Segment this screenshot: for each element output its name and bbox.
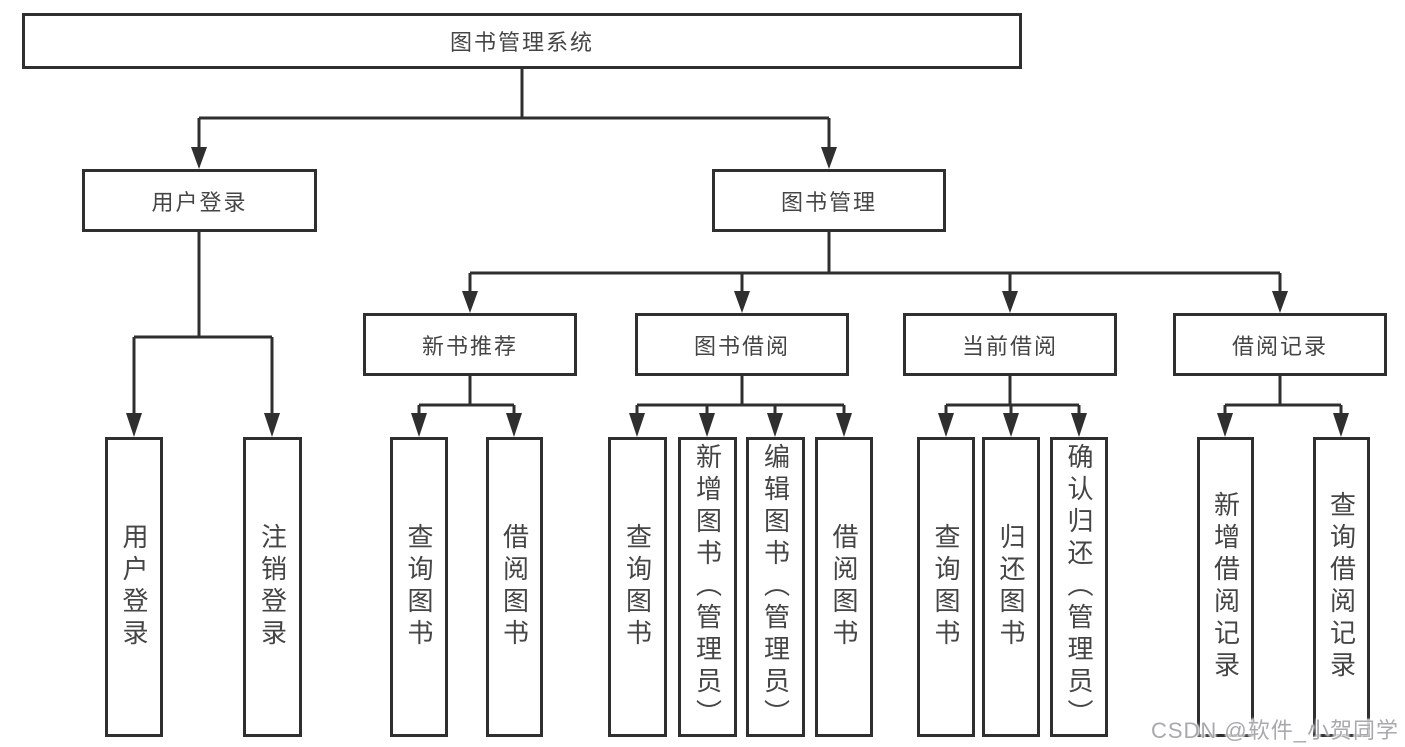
- leaf-query-books-3: 查询图书: [917, 437, 975, 737]
- node-borrowing-records-label: 借阅记录: [1231, 333, 1328, 359]
- connector-lines: [132, 69, 1343, 415]
- node-book-borrowing-label: 图书借阅: [693, 333, 790, 359]
- node-current-borrowing: 当前借阅: [903, 313, 1117, 376]
- leaf-confirm-return-admin: 确认归还（管理员）: [1050, 437, 1108, 737]
- leaf-user-login: 用户登录: [105, 437, 163, 737]
- leaf-return-books-label: 归还图书: [996, 523, 1026, 651]
- leaf-return-books: 归还图书: [982, 437, 1040, 737]
- node-book-management-label: 图书管理: [780, 189, 877, 215]
- leaf-add-books-admin-label: 新增图书（管理员）: [692, 443, 723, 731]
- leaf-logout-label: 注销登录: [257, 523, 288, 651]
- leaf-user-login-label: 用户登录: [119, 523, 149, 651]
- leaf-query-borrow-record-label: 查询借阅记录: [1326, 491, 1357, 683]
- leaf-add-books-admin: 新增图书（管理员）: [678, 437, 737, 737]
- leaf-edit-books-admin: 编辑图书（管理员）: [746, 437, 805, 737]
- node-book-borrowing: 图书借阅: [635, 313, 849, 376]
- leaf-edit-books-admin-label: 编辑图书（管理员）: [760, 443, 791, 731]
- leaf-query-books-3-label: 查询图书: [931, 523, 961, 651]
- leaf-borrow-books-2-label: 借阅图书: [829, 523, 859, 651]
- node-library-system-root-label: 图书管理系统: [449, 30, 594, 55]
- leaf-query-books-1: 查询图书: [390, 437, 448, 737]
- leaf-logout: 注销登录: [243, 437, 302, 737]
- leaf-borrow-books-1-label: 借阅图书: [499, 523, 530, 651]
- leaf-query-books-1-label: 查询图书: [404, 523, 434, 651]
- node-new-book-recommendation: 新书推荐: [363, 313, 577, 376]
- node-new-book-recommendation-label: 新书推荐: [421, 333, 518, 359]
- leaf-add-borrow-record-label: 新增借阅记录: [1210, 491, 1241, 683]
- arrowhead-icons: [126, 147, 1349, 437]
- node-user-login-label: 用户登录: [151, 189, 248, 215]
- leaf-query-books-2-label: 查询图书: [622, 523, 653, 651]
- leaf-borrow-books-2: 借阅图书: [815, 437, 873, 737]
- node-current-borrowing-label: 当前借阅: [961, 333, 1058, 359]
- csdn-watermark: CSDN @软件_小贺同学: [1150, 718, 1399, 743]
- node-book-management: 图书管理: [712, 169, 946, 232]
- leaf-confirm-return-admin-label: 确认归还（管理员）: [1064, 443, 1094, 731]
- node-borrowing-records: 借阅记录: [1173, 313, 1387, 376]
- node-user-login: 用户登录: [82, 169, 317, 232]
- node-library-system-root: 图书管理系统: [22, 13, 1022, 69]
- leaf-query-borrow-record: 查询借阅记录: [1313, 437, 1370, 737]
- leaf-query-books-2: 查询图书: [608, 437, 667, 737]
- leaf-add-borrow-record: 新增借阅记录: [1197, 437, 1254, 737]
- leaf-borrow-books-1: 借阅图书: [486, 437, 543, 737]
